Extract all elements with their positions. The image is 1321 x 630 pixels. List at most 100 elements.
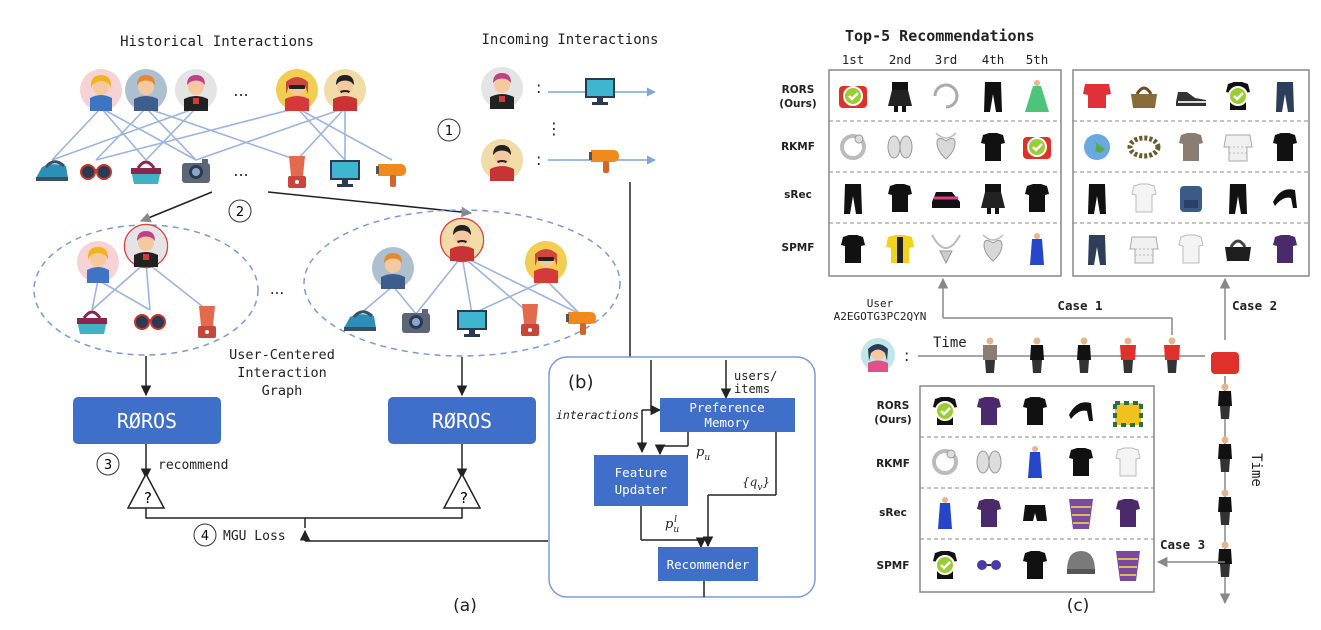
clothing-product-photo-icon — [1030, 337, 1044, 373]
user-label: User — [867, 297, 894, 310]
colon: : — [536, 150, 541, 169]
step-4-label: 4 — [201, 529, 209, 544]
monitor-icon — [585, 78, 615, 105]
male-user-icon — [372, 247, 414, 289]
clothing-product-photo-icon — [1021, 135, 1053, 161]
male-user-icon — [441, 219, 483, 261]
step-4-marker — [193, 523, 217, 547]
rank-3rd: 3rd — [935, 52, 958, 67]
question-mark: ? — [144, 489, 152, 507]
user-avatar-icon — [861, 338, 895, 372]
method-rors: RORS — [877, 400, 910, 412]
glasses-icon — [80, 164, 112, 180]
handbag-icon — [75, 310, 109, 336]
hipster-user-icon — [276, 69, 318, 111]
preference-memory-line-1: Preference — [689, 400, 764, 415]
method-srec: sRec — [784, 189, 812, 201]
iron-icon — [34, 160, 70, 183]
step-2-marker — [228, 199, 252, 223]
clothing-product-photo-icon — [1084, 134, 1110, 160]
panel-a-label: (a) — [453, 596, 477, 616]
preference-memory-line-2: Memory — [704, 415, 750, 430]
clothing-product-photo-icon — [1218, 383, 1232, 419]
rank-2nd: 2nd — [889, 52, 912, 67]
clothing-product-photo-icon — [1211, 352, 1239, 374]
camera-icon — [402, 309, 430, 333]
split-arrow-right — [267, 191, 473, 218]
split-arrow-left — [140, 191, 213, 223]
method-rkmf: RKMF — [781, 141, 815, 153]
female-user-icon — [80, 69, 122, 111]
method-srec: sRec — [879, 507, 907, 519]
graph-caption-line-1: User-Centered — [229, 347, 335, 363]
recommender-box — [658, 547, 758, 581]
clothing-product-photo-icon — [1178, 234, 1204, 264]
interaction-edges — [51, 107, 393, 161]
user-graph-right — [303, 209, 621, 357]
monitor-icon — [330, 160, 360, 187]
case2-label: Case 2 — [1232, 298, 1277, 313]
clothing-product-photo-icon — [1218, 489, 1232, 525]
time-label-horizontal: Time — [933, 335, 967, 351]
male-user-icon — [125, 69, 167, 111]
interactions-label: interactions — [556, 408, 639, 422]
step-3-label: 3 — [104, 458, 112, 473]
clothing-product-photo-icon — [1115, 550, 1141, 582]
preference-memory-box — [660, 398, 795, 432]
method-ours: (Ours) — [779, 98, 816, 110]
question-mark: ? — [460, 489, 468, 507]
feature-updater-line-1: Feature — [615, 465, 668, 480]
method-spmf: SPMF — [782, 242, 815, 254]
blender-icon — [521, 304, 539, 336]
clothing-product-photo-icon — [1113, 401, 1143, 427]
hairdryer-icon — [376, 164, 406, 187]
case1-label: Case 1 — [1057, 298, 1102, 313]
male-user-icon — [481, 139, 523, 181]
panel-b-label: (b) — [568, 372, 593, 393]
feature-updater-line-2: Updater — [615, 482, 668, 497]
clothing-product-photo-icon — [1120, 337, 1136, 373]
p-u-symbol: pu — [696, 445, 710, 463]
method-rkmf: RKMF — [876, 458, 910, 470]
iron-icon — [342, 310, 378, 333]
clothing-product-photo-icon — [1218, 541, 1232, 577]
female-user-icon — [175, 69, 217, 111]
roros-model-left — [73, 397, 221, 444]
panel-c-label: (c) — [1067, 596, 1090, 616]
clothing-product-photo-icon — [1115, 447, 1141, 477]
incoming-interactions-title: Incoming Interactions — [481, 32, 658, 48]
case3-label: Case 3 — [1160, 537, 1205, 552]
step-1-label: 1 — [445, 124, 453, 139]
recommend-label: recommend — [158, 458, 228, 473]
clothing-product-photo-icon — [837, 84, 869, 110]
historical-interactions-title: Historical Interactions — [120, 34, 314, 50]
step-3-marker — [96, 452, 120, 476]
users-items-label-2: items — [734, 382, 770, 396]
rank-5th: 5th — [1026, 52, 1049, 67]
handbag-icon — [129, 160, 163, 186]
clothing-product-photo-icon — [1180, 186, 1202, 212]
graph-caption-line-3: Graph — [262, 383, 303, 399]
rank-1st: 1st — [842, 52, 865, 67]
clothing-product-photo-icon — [1131, 183, 1157, 213]
mgu-loss-label: MGU Loss — [223, 529, 286, 544]
female-user-icon — [125, 225, 167, 267]
graph-caption-line-2: Interaction — [237, 365, 326, 381]
hipster-user-icon — [525, 241, 567, 283]
step-2-label: 2 — [236, 205, 244, 220]
blender-icon — [288, 156, 306, 188]
colon: : — [536, 78, 541, 97]
method-ours: (Ours) — [874, 414, 911, 426]
roros-label-left: RØROS — [117, 409, 177, 433]
blender-icon — [198, 306, 216, 338]
ellipsis: ... — [270, 280, 284, 298]
recommender-label: Recommender — [667, 557, 750, 572]
case1-grid — [828, 69, 1062, 277]
panel-a: Historical Interactions Incoming Interac… — [33, 32, 659, 616]
method-rors: RORS — [782, 84, 815, 96]
camera-icon — [182, 159, 210, 183]
female-user-icon — [77, 241, 119, 283]
male-user-icon — [324, 69, 366, 111]
users-items-label: users/ — [734, 369, 777, 383]
